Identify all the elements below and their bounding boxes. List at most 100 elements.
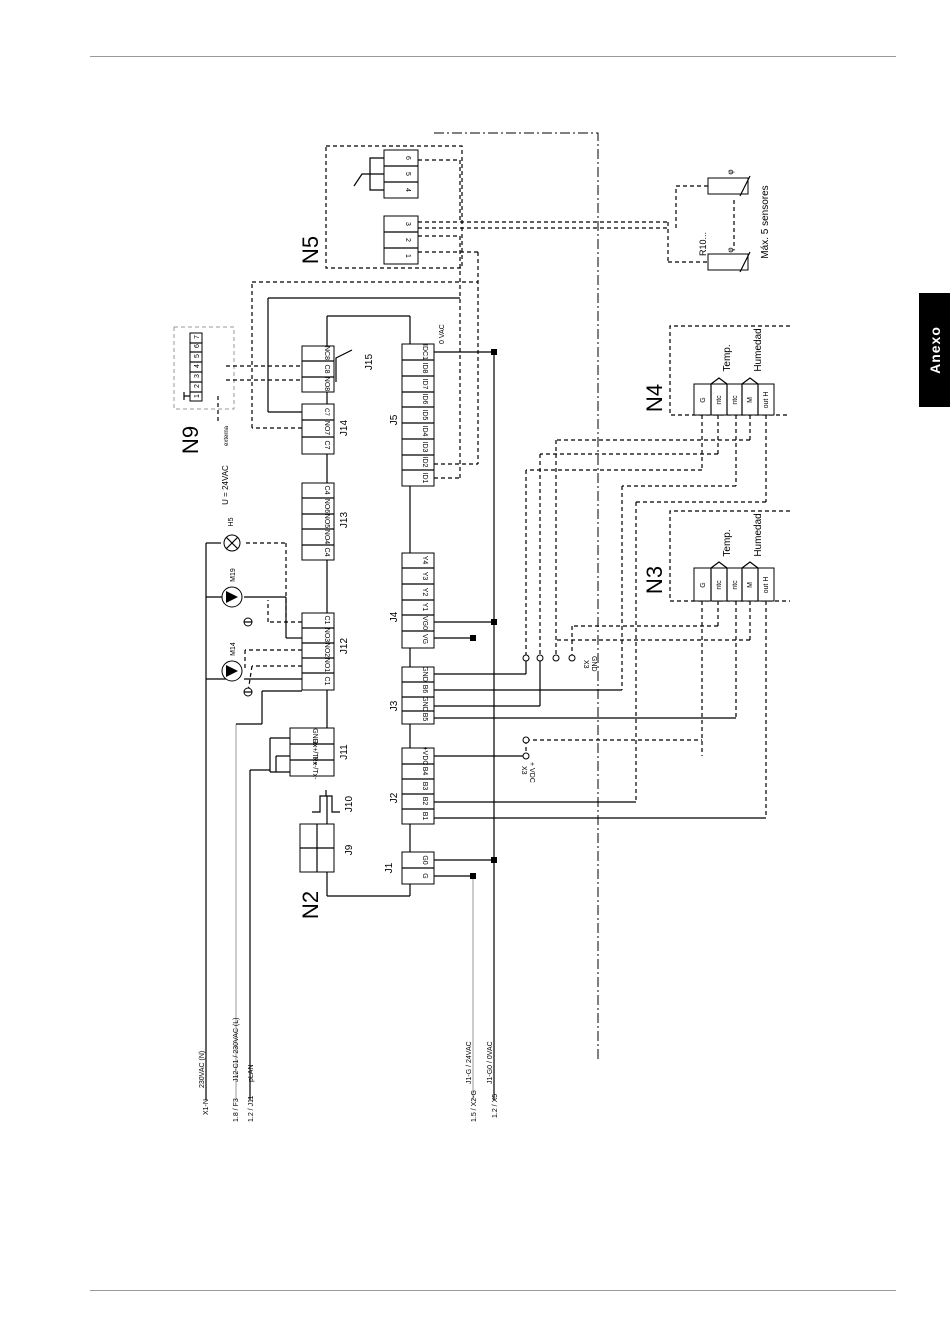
j13-pin-no6: NO6 — [323, 499, 330, 514]
j13-label: J13 — [339, 512, 350, 529]
section-tab[interactable]: Anexo — [919, 293, 950, 407]
n3-pin-ntc1: ntc — [716, 580, 723, 590]
n5-pin-6: 6 — [404, 156, 411, 160]
j14-pin-c7b: C7 — [323, 441, 330, 450]
j2-pin-b1: B1 — [421, 812, 428, 821]
max-sensors-label: Máx. 5 sensores — [760, 185, 771, 258]
m19-label: M19 — [230, 568, 237, 582]
bottom-rule — [90, 1290, 896, 1291]
controller-frame — [434, 132, 599, 1060]
j5-pin-id5: ID5 — [421, 410, 428, 421]
wire-ref-x1n: X1-N — [203, 1099, 210, 1115]
wire-desc-x1n: 230VAC (N) — [199, 1051, 206, 1088]
u24-label: U = 24VAC — [221, 465, 230, 505]
top-rule — [90, 56, 896, 57]
sensor-probes: φ φ R10... Máx. 5 sensores — [698, 169, 771, 273]
j2-label: J2 — [389, 792, 400, 803]
connector-j12: C1 NO3 NO2 NO1 C1 J12 — [301, 612, 350, 691]
j15-pin-no8: NO8 — [323, 377, 330, 392]
j12-pin-no3: NO3 — [323, 628, 330, 643]
j12-pin-c1a: C1 — [323, 616, 330, 625]
n2-label: N2 — [298, 891, 323, 919]
pump-m14: M14 — [221, 642, 253, 697]
j13-pin-no4: NO4 — [323, 530, 330, 545]
j2-pin-b4: B4 — [421, 767, 428, 776]
j10-label: J10 — [344, 796, 355, 813]
wire-desc-x5: J1-G0 / 0VAC — [487, 1041, 494, 1084]
wire-references: X1-N 230VAC (N) 1.8 / F3 J12-C1 / 230VAC… — [199, 1018, 499, 1122]
vac0-label: 0 VAC — [439, 324, 446, 344]
n5-frame — [325, 145, 463, 269]
j2-pin-b3: B3 — [421, 782, 428, 791]
n4-humid-label: Humedad — [753, 328, 764, 371]
j15-pin-c8: C8 — [323, 365, 330, 374]
n9-pin-3: 3 — [194, 374, 201, 378]
wire-desc-f3: J12-C1 / 230VAC (L) — [233, 1018, 240, 1082]
j3-pin-gnd2: GND — [421, 696, 428, 712]
j11-pin-rxn: Rx-/Tx- — [311, 757, 318, 781]
j4-pin-y4: Y4 — [421, 556, 428, 565]
connector-j9: J9 — [299, 823, 355, 873]
n5-module: 6 5 4 3 2 1 N5 — [298, 149, 419, 265]
n5-pin-5: 5 — [404, 172, 411, 176]
j2-pin-b2: B2 — [421, 797, 428, 806]
probe-phi-1: φ — [726, 169, 735, 174]
j5-pin-id2: ID2 — [421, 457, 428, 468]
pump-m19: M19 — [221, 568, 253, 627]
j11-pin-rxp: Rx+/Tx+ — [311, 739, 318, 765]
j4-pin-y1: Y1 — [421, 603, 428, 612]
n3-temp-label: Temp. — [722, 529, 733, 556]
n4-pin-ntc1: ntc — [716, 395, 723, 405]
j12-pin-no1: NO1 — [323, 658, 330, 673]
n9-pin-6: 6 — [194, 344, 201, 348]
j5-pin-id8: ID8 — [421, 363, 428, 374]
wire-desc-j11: pLAN — [248, 1064, 255, 1082]
n4-temp-label: Temp. — [722, 344, 733, 371]
j5-label: J5 — [389, 414, 400, 425]
connector-j11: GND Rx+/Tx+ Rx-/Tx- J11 — [289, 727, 350, 781]
x3-gnd-label: X3 — [582, 660, 589, 669]
n9-pin-1: 1 — [194, 394, 201, 398]
connector-j2: +VDC B4 B3 B2 B1 J2 — [389, 747, 435, 825]
n4-pin-ntc2: ntc — [732, 395, 739, 405]
n9-frame — [173, 326, 235, 410]
n4-pin-outh: out H — [763, 392, 770, 409]
j1-label: J1 — [384, 862, 395, 873]
j13-pin-no5: NO5 — [323, 514, 330, 529]
j13-pin-c4b: C4 — [323, 548, 330, 557]
n9-pin-7: 7 — [194, 335, 201, 339]
j4-pin-y2: Y2 — [421, 588, 428, 597]
j15-label: J15 — [364, 354, 375, 371]
wire-ref-f3: 1.8 / F3 — [233, 1098, 240, 1122]
n4-module: G ntc ntc M out H Temp. Humedad N4 — [642, 328, 775, 416]
m14-label: M14 — [230, 642, 237, 656]
main-wiring — [205, 297, 495, 1100]
gnd-label: GND — [590, 656, 597, 672]
n4-pin-m: M — [747, 397, 754, 403]
probe-phi-2: φ — [726, 247, 735, 252]
n3-label: N3 — [642, 566, 667, 594]
j12-label: J12 — [339, 638, 350, 655]
n9-module: 1 2 3 4 5 6 7 N9 U = 24VAC externa — [178, 332, 230, 505]
r10-label: R10... — [698, 232, 708, 256]
j11-label: J11 — [339, 744, 350, 760]
j2-pin-vdc: +VDC — [421, 747, 428, 766]
j3-label: J3 — [389, 700, 400, 711]
connector-j1: G0 G J1 — [384, 851, 435, 885]
j4-pin-vg: VG — [421, 634, 428, 644]
n3-pin-g: G — [700, 582, 707, 587]
n9-pin-5: 5 — [194, 354, 201, 358]
h5-label: H5 — [228, 517, 235, 526]
j4-label: J4 — [389, 611, 400, 622]
j5-pin-idc1: IDC1 — [421, 344, 428, 360]
j14-pin-c7a: C7 — [323, 408, 329, 416]
j14-pin-no7: NO7 — [323, 421, 330, 436]
connector-j15: NC8 C8 NO8 J15 — [301, 345, 375, 393]
wire-ref-x5: 1.2 / X5 — [492, 1094, 499, 1118]
n5-label: N5 — [298, 236, 323, 264]
j3-pin-b6: B6 — [421, 685, 428, 694]
n9-pin-4: 4 — [194, 364, 201, 368]
j5-pin-id4: ID4 — [421, 426, 428, 437]
j4-pin-y3: Y3 — [421, 572, 428, 581]
